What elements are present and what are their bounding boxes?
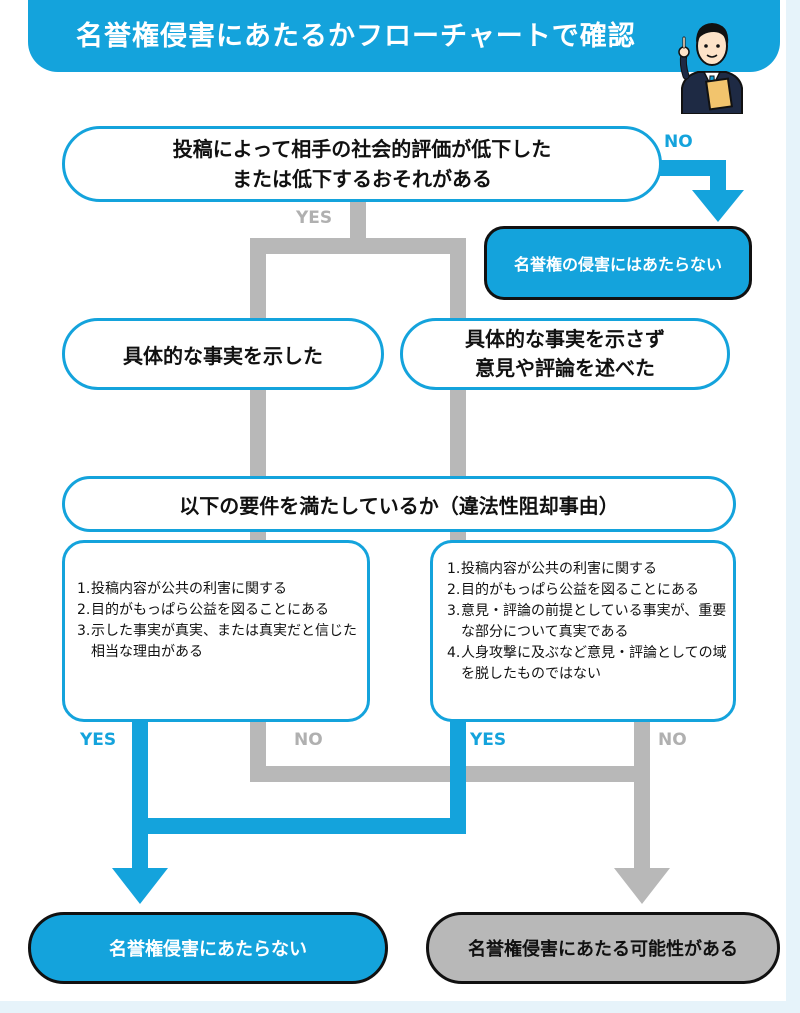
connector-right-yes (450, 720, 466, 832)
connector-yes-join (132, 818, 466, 834)
list-item: 2.目的がもっぱら公益を図ることにある (447, 582, 699, 598)
node-requirements-question: 以下の要件を満たしているか（違法性阻却事由） (62, 476, 736, 532)
label-no-right: NO (658, 730, 687, 750)
result-not-defamation-top: 名誉権の侵害にはあたらない (484, 226, 752, 300)
requirements-box-fact: 1.投稿内容が公共の利害に関する 2.目的がもっぱら公益を図ることにある 3.示… (62, 540, 370, 722)
businessman-mascot-icon (678, 23, 743, 114)
connector-left-yes (132, 720, 148, 870)
question-line-2: または低下するおそれがある (232, 167, 492, 191)
requirements-box-opinion: 1.投稿内容が公共の利害に関する 2.目的がもっぱら公益を図ることにある 3.意… (430, 540, 736, 722)
node-fact-stated: 具体的な事実を示した (62, 318, 384, 390)
list-item: 3.示した事実が真実、または真実だと信じた相当な理由がある (77, 623, 357, 660)
arrow-not-defamation (112, 868, 168, 904)
list-item: 1.投稿内容が公共の利害に関する (77, 581, 287, 597)
requirements-list-fact: 1.投稿内容が公共の利害に関する 2.目的がもっぱら公益を図ることにある 3.示… (77, 579, 359, 663)
connector-split-bar (250, 238, 466, 254)
connector-req-left (250, 530, 266, 542)
connector-opinion-down (450, 388, 466, 478)
connector-yes-trunk (350, 200, 366, 240)
opinion-line-2: 意見や評論を述べた (475, 356, 655, 380)
label-yes-left: YES (80, 730, 117, 750)
question-social-evaluation: 投稿によって相手の社会的評価が低下した または低下するおそれがある (62, 126, 662, 202)
list-item: 3.意見・評論の前提としている事実が、重要な部分について真実である (447, 603, 727, 640)
connector-no-horizontal (660, 160, 726, 176)
connector-to-fact (250, 238, 266, 320)
label-yes-right: YES (470, 730, 507, 750)
requirements-list-opinion: 1.投稿内容が公共の利害に関する 2.目的がもっぱら公益を図ることにある 3.意… (447, 559, 727, 685)
arrow-no-top (692, 190, 744, 222)
list-item: 1.投稿内容が公共の利害に関する (447, 561, 657, 577)
list-item: 4.人身攻撃に及ぶなど意見・評論としての域を脱したものではない (447, 645, 727, 682)
arrow-possible-defamation (614, 868, 670, 904)
connector-right-no (634, 720, 650, 870)
node-opinion: 具体的な事実を示さず 意見や評論を述べた (400, 318, 730, 390)
connector-fact-down (250, 388, 266, 478)
result-possible-defamation: 名誉権侵害にあたる可能性がある (426, 912, 780, 984)
result-not-defamation: 名誉権侵害にあたらない (28, 912, 388, 984)
connector-no-vertical (710, 160, 726, 192)
label-no-left: NO (294, 730, 323, 750)
connector-to-opinion (450, 238, 466, 320)
label-yes-question: YES (296, 208, 333, 228)
connector-req-right (450, 530, 466, 542)
connector-left-no (250, 720, 266, 780)
page-title: 名誉権侵害にあたるかフローチャートで確認 (76, 21, 636, 52)
list-item: 2.目的がもっぱら公益を図ることにある (77, 602, 329, 618)
opinion-line-1: 具体的な事実を示さず (465, 327, 665, 351)
label-no-question: NO (664, 132, 693, 152)
header-banner: 名誉権侵害にあたるかフローチャートで確認 (28, 0, 780, 72)
question-line-1: 投稿によって相手の社会的評価が低下した (172, 137, 552, 161)
